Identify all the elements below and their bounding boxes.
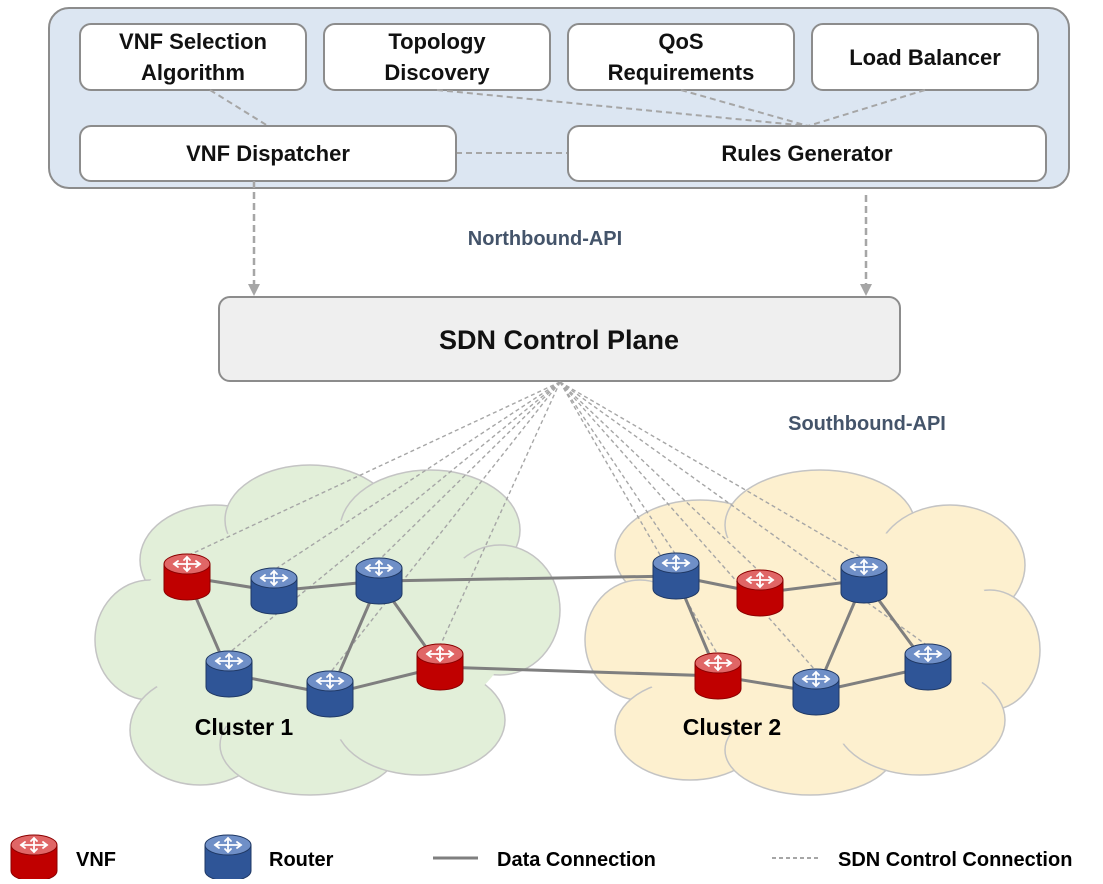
- module-label-line2: Requirements: [608, 60, 755, 85]
- northbound-arrowheads: [248, 284, 872, 296]
- sdn-control-links: [186, 381, 929, 674]
- legend: VNF Router Data Connection SDN Control C…: [10, 834, 1072, 882]
- legend-router-icon: [204, 834, 252, 882]
- vnf-icon: [10, 834, 58, 882]
- module-topology-discovery: Topology Discovery: [323, 23, 551, 91]
- cluster-2-label: Cluster 2: [683, 714, 781, 740]
- sdn-control-link: [559, 381, 817, 672]
- rules-generator-label: Rules Generator: [721, 141, 893, 166]
- module-label-line1: VNF Selection: [119, 29, 267, 54]
- router-node: [205, 650, 253, 698]
- module-qos-requirements: QoS Requirements: [567, 23, 795, 91]
- router-node: [652, 552, 700, 600]
- module-label: Load Balancer: [849, 45, 1001, 70]
- rules-generator-box: Rules Generator: [567, 125, 1047, 182]
- sdn-control-link: [559, 381, 761, 573]
- cluster-1-cloud: [94, 464, 561, 796]
- network-nodes: [163, 552, 952, 718]
- vnf-node: [736, 569, 784, 617]
- southbound-api-label: Southbound-API: [788, 413, 946, 435]
- legend-vnf-label: VNF: [76, 849, 116, 871]
- sdn-control-link: [559, 381, 929, 647]
- sdn-control-link: [186, 381, 561, 557]
- sdn-control-link: [559, 381, 677, 556]
- cluster-2-cloud: [584, 469, 1041, 796]
- vnf-node: [416, 643, 464, 691]
- application-panel: VNF Selection Algorithm Topology Discove…: [48, 7, 1070, 189]
- sdn-control-plane: SDN Control Plane: [218, 296, 901, 382]
- module-label-line2: Discovery: [384, 60, 490, 85]
- vnf-dispatcher-label: VNF Dispatcher: [186, 141, 350, 166]
- data-link: [378, 574, 677, 583]
- sdn-control-plane-label: SDN Control Plane: [439, 325, 679, 355]
- sdn-control-link: [228, 381, 561, 654]
- router-node: [904, 643, 952, 691]
- legend-vnf-icon: [10, 834, 58, 882]
- northbound-arrows: [252, 181, 868, 286]
- legend-control-label: SDN Control Connection: [838, 849, 1072, 871]
- router-node: [792, 668, 840, 716]
- vnf-node: [163, 553, 211, 601]
- router-node: [306, 670, 354, 718]
- module-links: [209, 89, 926, 154]
- sdn-control-link: [559, 381, 865, 560]
- vnf-node: [694, 652, 742, 700]
- data-link: [439, 665, 719, 678]
- module-label-line2: Algorithm: [141, 60, 245, 85]
- sdn-control-link: [439, 381, 561, 647]
- router-node: [355, 557, 403, 605]
- northbound-api-label: Northbound-API: [468, 228, 622, 250]
- module-label-line1: Topology: [388, 29, 486, 54]
- sdn-control-link: [273, 381, 561, 571]
- legend-router-label: Router: [269, 849, 334, 871]
- router-node: [840, 556, 888, 604]
- module-label-line1: QoS: [658, 29, 703, 54]
- module-load-balancer: Load Balancer: [811, 23, 1039, 91]
- sdn-control-link: [378, 381, 561, 561]
- cluster-1-label: Cluster 1: [195, 714, 294, 740]
- vnf-dispatcher-box: VNF Dispatcher: [79, 125, 457, 182]
- router-icon: [204, 834, 252, 882]
- legend-data-label: Data Connection: [497, 849, 656, 871]
- module-vnf-selection-algorithm: VNF Selection Algorithm: [79, 23, 307, 91]
- router-node: [250, 567, 298, 615]
- sdn-control-link: [329, 381, 561, 674]
